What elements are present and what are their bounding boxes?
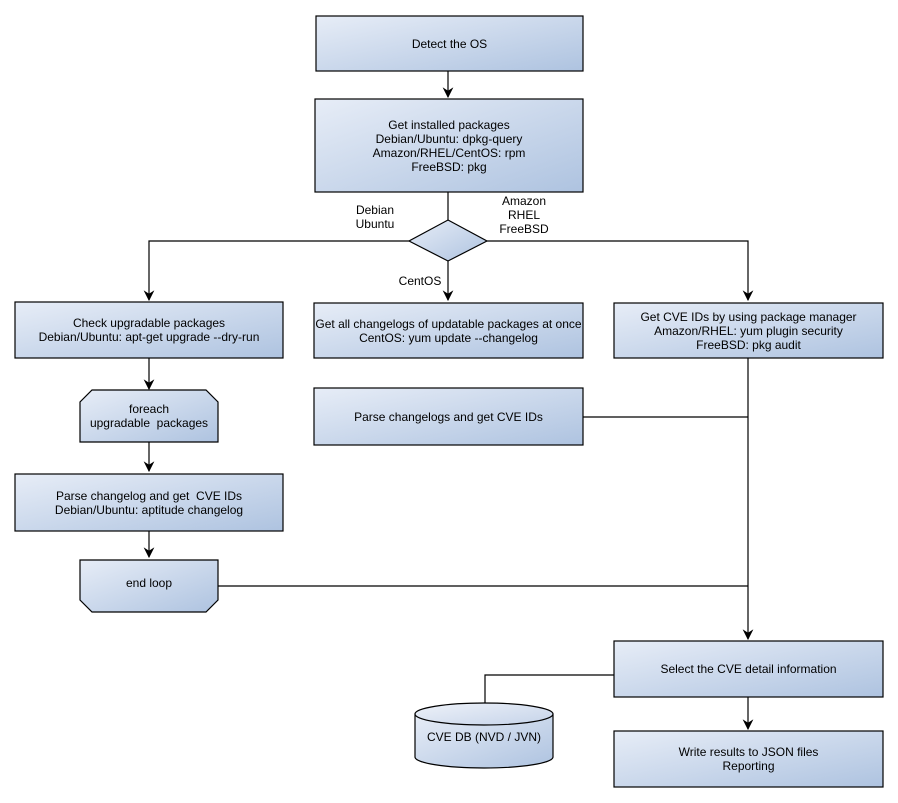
cve-db-cylinder-body (414, 714, 554, 769)
foreach-loop-shape (79, 389, 219, 443)
write-results-box (613, 730, 884, 788)
arrow-decision-left-branch (143, 240, 409, 302)
line-select-to-cvedb (484, 674, 614, 703)
check-upgradable-box (14, 301, 284, 359)
end-loop-shape (79, 559, 219, 613)
parse-changelogs-box (313, 387, 584, 446)
get-cve-ids-pkg-mgr-box (613, 302, 884, 359)
select-cve-detail-box (613, 640, 884, 698)
get-all-changelogs-box (313, 302, 584, 359)
cve-db-cylinder-top (414, 702, 554, 726)
parse-changelog-debian-box (14, 473, 284, 532)
get-installed-packages-box (314, 98, 584, 193)
os-decision-diamond (407, 219, 489, 262)
arrow-decision-right-branch (487, 240, 754, 302)
detect-os-box (315, 15, 584, 72)
